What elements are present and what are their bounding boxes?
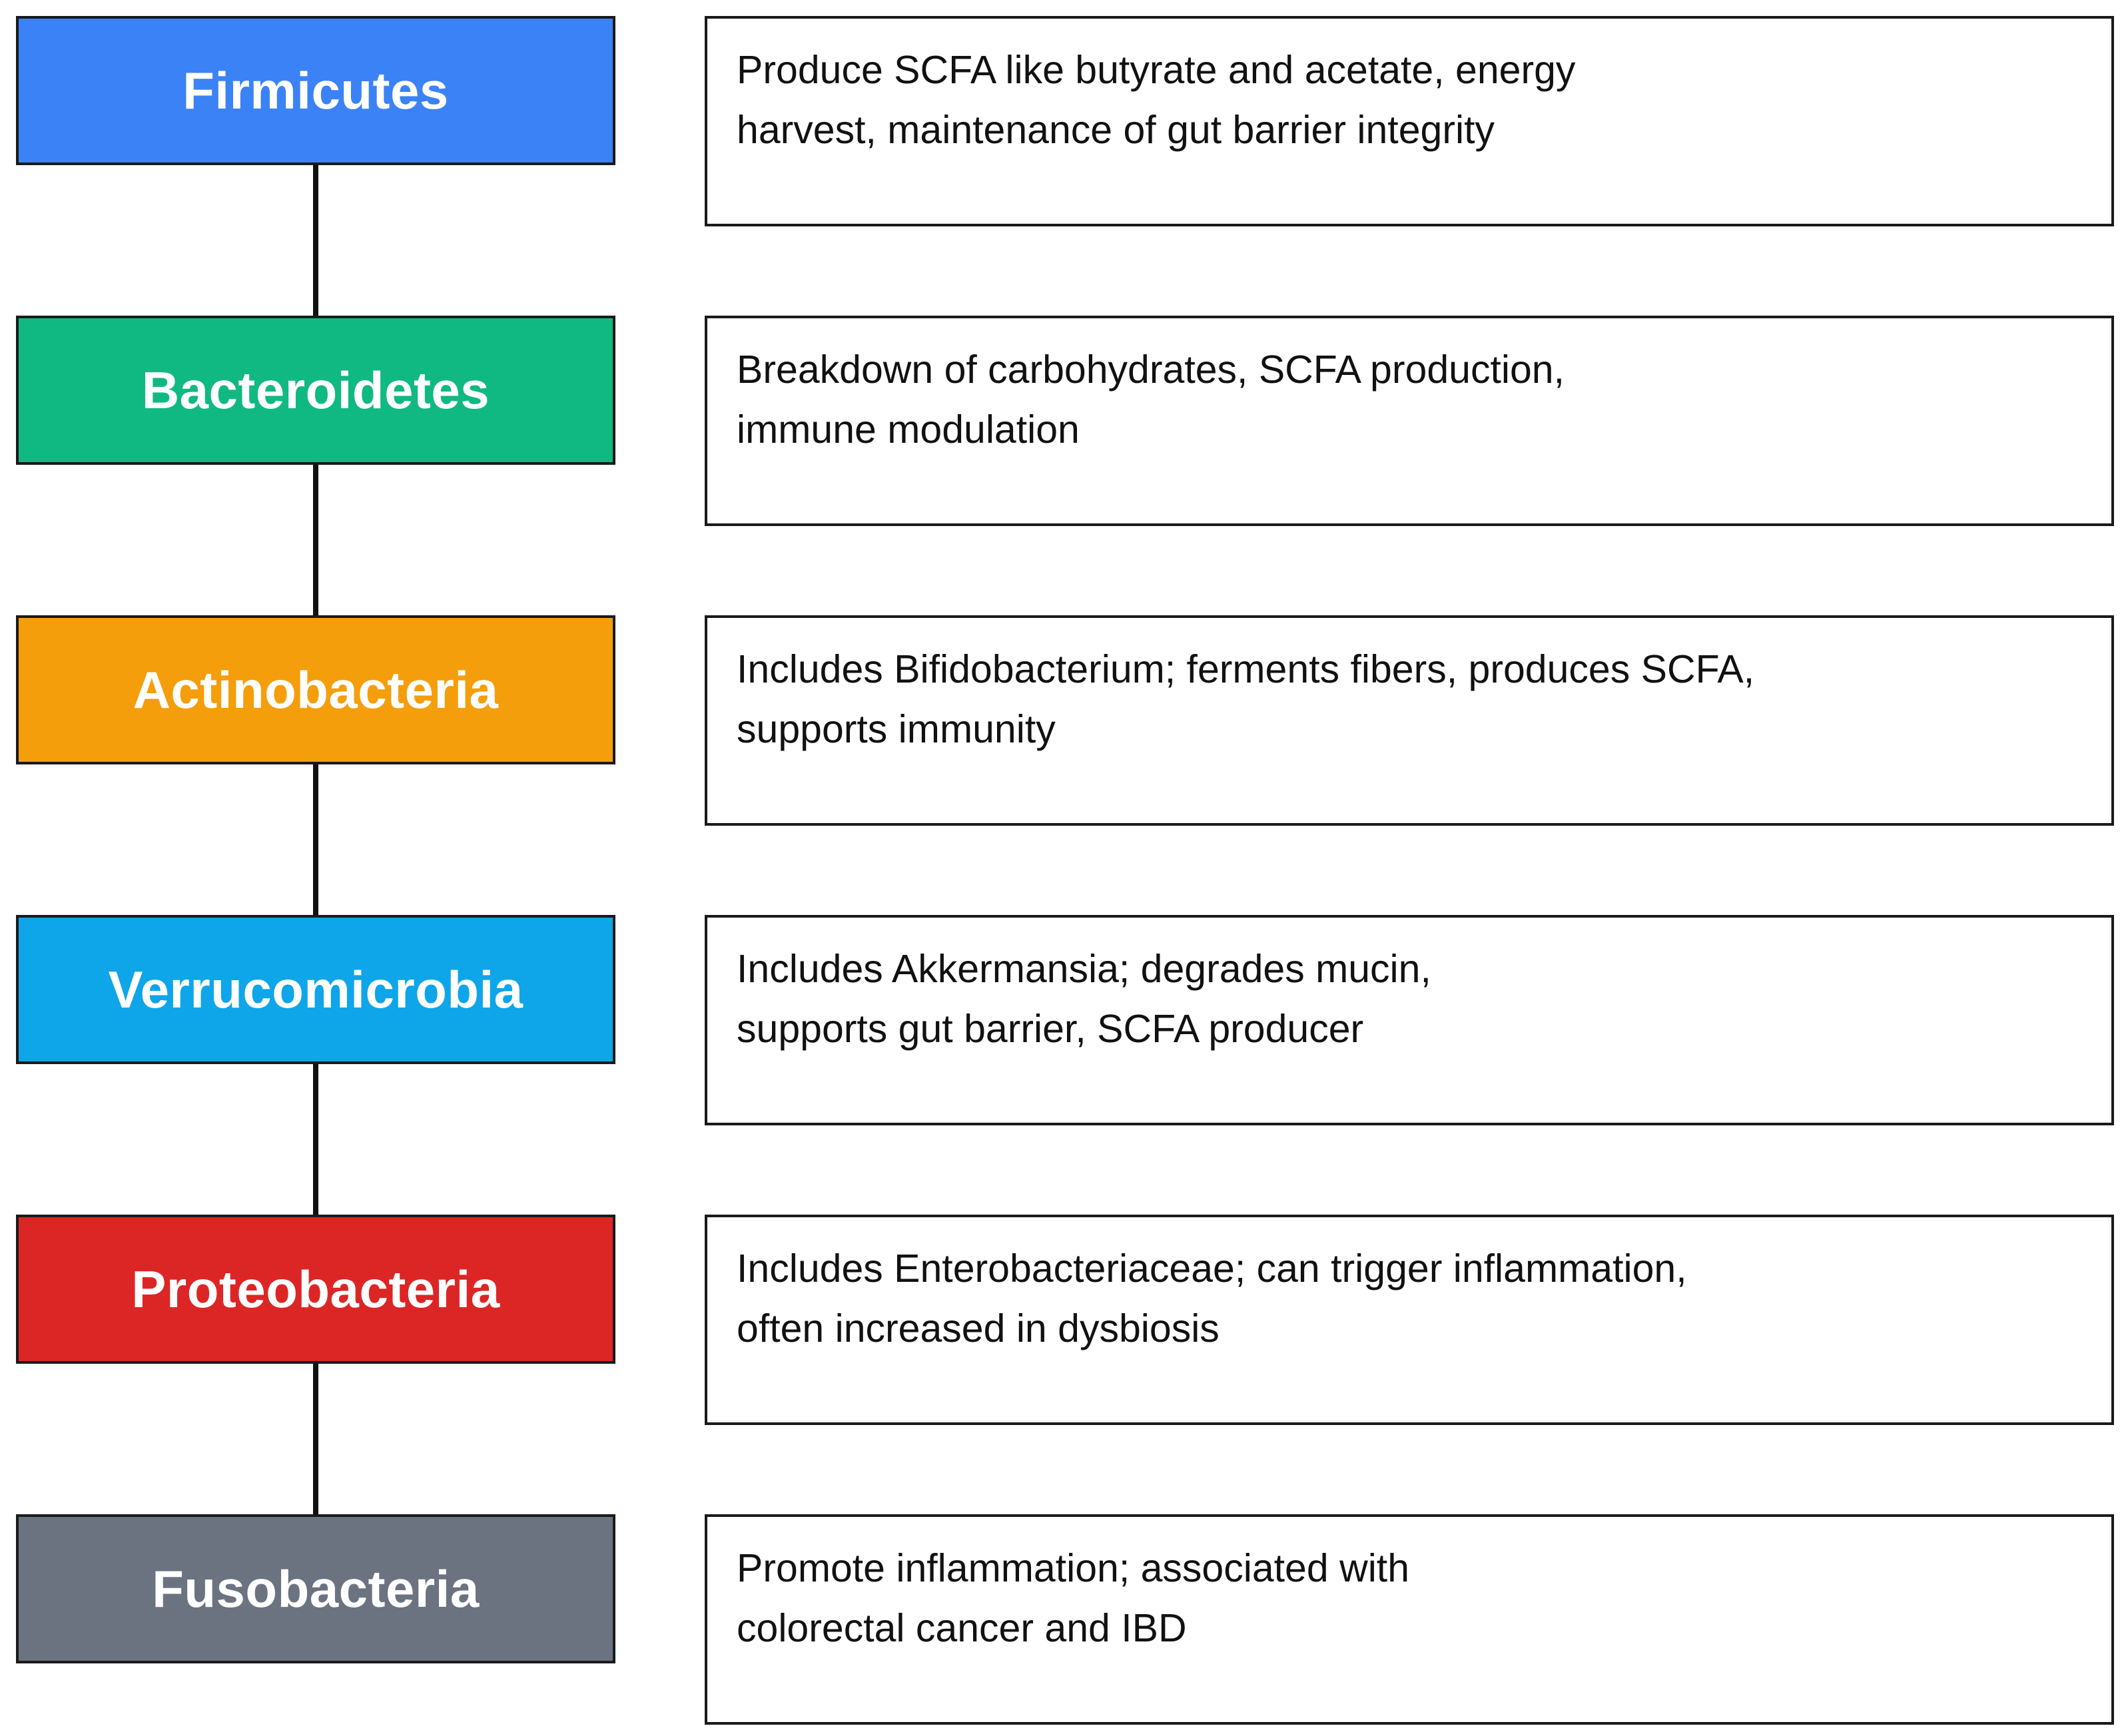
- description-box-verrucomicrobia: Includes Akkermansia; degrades mucin, su…: [705, 915, 2114, 1125]
- description-text: supports immunity: [737, 707, 1056, 751]
- description-box-bacteroidetes: Breakdown of carbohydrates, SCFA product…: [705, 316, 2114, 526]
- phylum-box-firmicutes: Firmicutes: [16, 16, 615, 165]
- phylum-box-bacteroidetes: Bacteroidetes: [16, 316, 615, 465]
- description-text: harvest, maintenance of gut barrier inte…: [737, 108, 1495, 152]
- connector-line: [313, 1362, 318, 1514]
- description-text: often increased in dysbiosis: [737, 1306, 1220, 1350]
- phylum-label: Fusobacteria: [152, 1559, 480, 1618]
- phylum-label: Verrucomicrobia: [108, 960, 524, 1019]
- phylum-label: Actinobacteria: [133, 660, 499, 719]
- connector-line: [313, 164, 318, 316]
- description-text: Produce SCFA like butyrate and acetate, …: [737, 48, 1576, 92]
- description-text: Includes Bifidobacterium; ferments fiber…: [737, 647, 1755, 691]
- phylum-box-proteobacteria: Proteobacteria: [16, 1215, 615, 1364]
- phylum-label: Proteobacteria: [131, 1259, 500, 1318]
- phylum-label: Firmicutes: [182, 61, 449, 120]
- connector-line: [313, 1063, 318, 1215]
- description-box-proteobacteria: Includes Enterobacteriaceae; can trigger…: [705, 1215, 2114, 1425]
- description-text: colorectal cancer and IBD: [737, 1606, 1187, 1650]
- connector-line: [313, 763, 318, 915]
- phylum-box-fusobacteria: Fusobacteria: [16, 1514, 615, 1663]
- description-box-firmicutes: Produce SCFA like butyrate and acetate, …: [705, 16, 2114, 226]
- description-text: Includes Akkermansia; degrades mucin,: [737, 947, 1431, 991]
- description-box-actinobacteria: Includes Bifidobacterium; ferments fiber…: [705, 615, 2114, 826]
- description-text: Promote inflammation; associated with: [737, 1546, 1410, 1590]
- description-text: Includes Enterobacteriaceae; can trigger…: [737, 1247, 1687, 1291]
- phylum-label: Bacteroidetes: [141, 360, 490, 420]
- connector-line: [313, 463, 318, 615]
- phylum-box-actinobacteria: Actinobacteria: [16, 615, 615, 764]
- phylum-box-verrucomicrobia: Verrucomicrobia: [16, 915, 615, 1064]
- description-box-fusobacteria: Promote inflammation; associated with co…: [705, 1514, 2114, 1725]
- description-text: immune modulation: [737, 408, 1080, 451]
- description-text: supports gut barrier, SCFA producer: [737, 1007, 1364, 1051]
- description-text: Breakdown of carbohydrates, SCFA product…: [737, 348, 1565, 392]
